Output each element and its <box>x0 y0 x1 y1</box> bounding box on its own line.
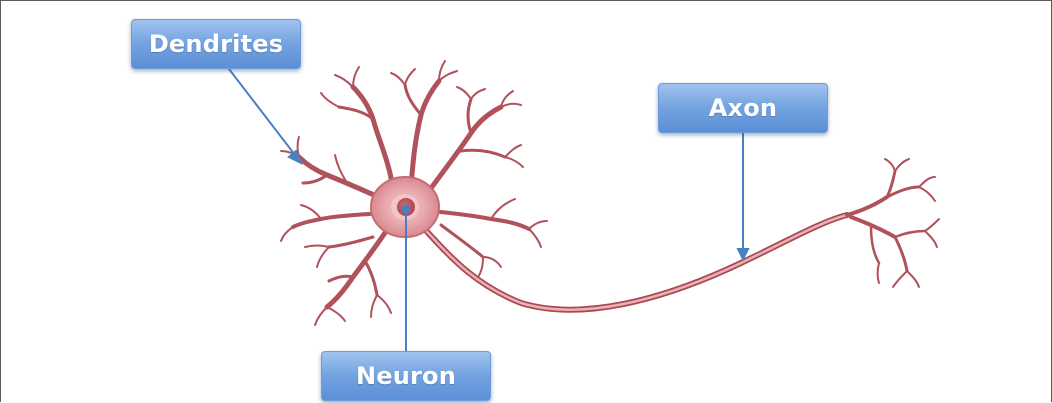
axon-terminals <box>847 159 939 287</box>
axon-label: Axon <box>658 83 828 133</box>
dendrites-pointer-line <box>229 69 295 155</box>
neuron-label: Neuron <box>321 351 491 401</box>
neuron-pointer-dot <box>403 206 410 213</box>
dendrites-label: Dendrites <box>131 19 301 69</box>
